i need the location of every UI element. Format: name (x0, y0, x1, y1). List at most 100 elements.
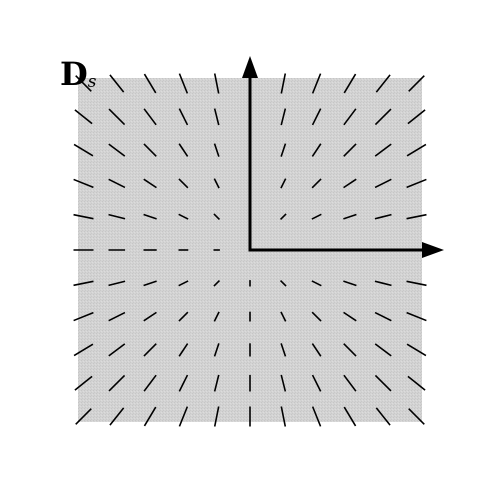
director-segment (311, 73, 322, 94)
director-segments (73, 73, 427, 427)
director-segment (408, 75, 425, 92)
director-segment (213, 343, 220, 357)
director-segment (143, 178, 157, 189)
director-segment (74, 109, 93, 125)
director-segment (280, 178, 287, 189)
director-segment (213, 374, 220, 392)
director-segment (108, 108, 126, 126)
director-segment (406, 213, 427, 220)
director-segment (73, 280, 94, 287)
x-axis-arrowhead (422, 242, 444, 258)
director-segment (374, 178, 392, 189)
director-segment (311, 406, 322, 427)
director-segment (406, 311, 427, 322)
director-segment (213, 143, 220, 157)
director-segment (108, 178, 126, 189)
director-segment (343, 213, 357, 220)
director-segment (374, 280, 392, 287)
director-segment (280, 343, 287, 357)
director-segment (343, 311, 357, 322)
director-segment (178, 343, 189, 357)
director-segment (407, 375, 426, 391)
y-axis-arrowhead (242, 56, 258, 78)
director-segment (108, 374, 126, 392)
director-segment (73, 143, 94, 157)
director-segment (73, 213, 94, 220)
director-segment (311, 213, 322, 220)
director-segment (143, 311, 157, 322)
director-segment (213, 406, 220, 427)
director-segment (311, 108, 322, 126)
director-segment (311, 143, 322, 157)
director-segment (108, 311, 126, 322)
director-segment (406, 280, 427, 287)
domain-label-subscript: s (87, 72, 97, 92)
director-segment (143, 143, 157, 157)
director-segment (109, 74, 125, 93)
director-segment (311, 311, 322, 322)
director-segment (213, 279, 221, 287)
director-segment (178, 406, 189, 427)
director-segment (73, 178, 94, 189)
director-segment (343, 108, 357, 126)
director-segment (280, 73, 287, 94)
director-segment (178, 73, 189, 94)
director-segment (311, 178, 322, 189)
director-segment (143, 73, 157, 94)
director-segment (213, 108, 220, 126)
director-segment (311, 280, 322, 287)
director-segment (374, 311, 392, 322)
director-segment (374, 108, 392, 126)
director-segment (343, 143, 357, 157)
director-segment (143, 280, 157, 287)
director-segment (374, 143, 392, 157)
director-segment (374, 374, 392, 392)
director-segment (178, 374, 189, 392)
director-segment (374, 343, 392, 357)
director-segment (343, 374, 357, 392)
director-segment (108, 143, 126, 157)
director-segment (143, 406, 157, 427)
director-segment (213, 178, 220, 189)
director-segment (108, 280, 126, 287)
coordinate-axes (242, 56, 444, 258)
director-segment (178, 311, 189, 322)
director-segment (143, 108, 157, 126)
director-segment (178, 178, 189, 189)
director-segment (280, 374, 287, 392)
director-segment (311, 343, 322, 357)
director-segment (178, 108, 189, 126)
director-segment (75, 408, 92, 425)
director-segment (143, 213, 157, 220)
director-segment (375, 74, 391, 93)
director-segment (406, 343, 427, 357)
director-segment (343, 343, 357, 357)
director-segment (74, 375, 93, 391)
director-segment (407, 109, 426, 125)
director-segment (178, 213, 189, 220)
director-segment (343, 280, 357, 287)
director-segment (143, 374, 157, 392)
director-segment (213, 73, 220, 94)
director-segment (343, 73, 357, 94)
director-segment (213, 213, 221, 221)
director-segment (279, 279, 287, 287)
director-segment (108, 213, 126, 220)
director-segment (213, 311, 220, 322)
domain-label-main: D (60, 55, 88, 93)
director-segment (406, 178, 427, 189)
director-segment (280, 108, 287, 126)
director-segment (73, 311, 94, 322)
director-segment (280, 311, 287, 322)
director-segment (75, 75, 92, 92)
director-segment (375, 407, 391, 426)
director-segment (108, 343, 126, 357)
director-segment (279, 213, 287, 221)
director-segment (311, 374, 322, 392)
director-segment (280, 406, 287, 427)
director-segment (343, 178, 357, 189)
director-segment (178, 280, 189, 287)
director-segment (374, 213, 392, 220)
